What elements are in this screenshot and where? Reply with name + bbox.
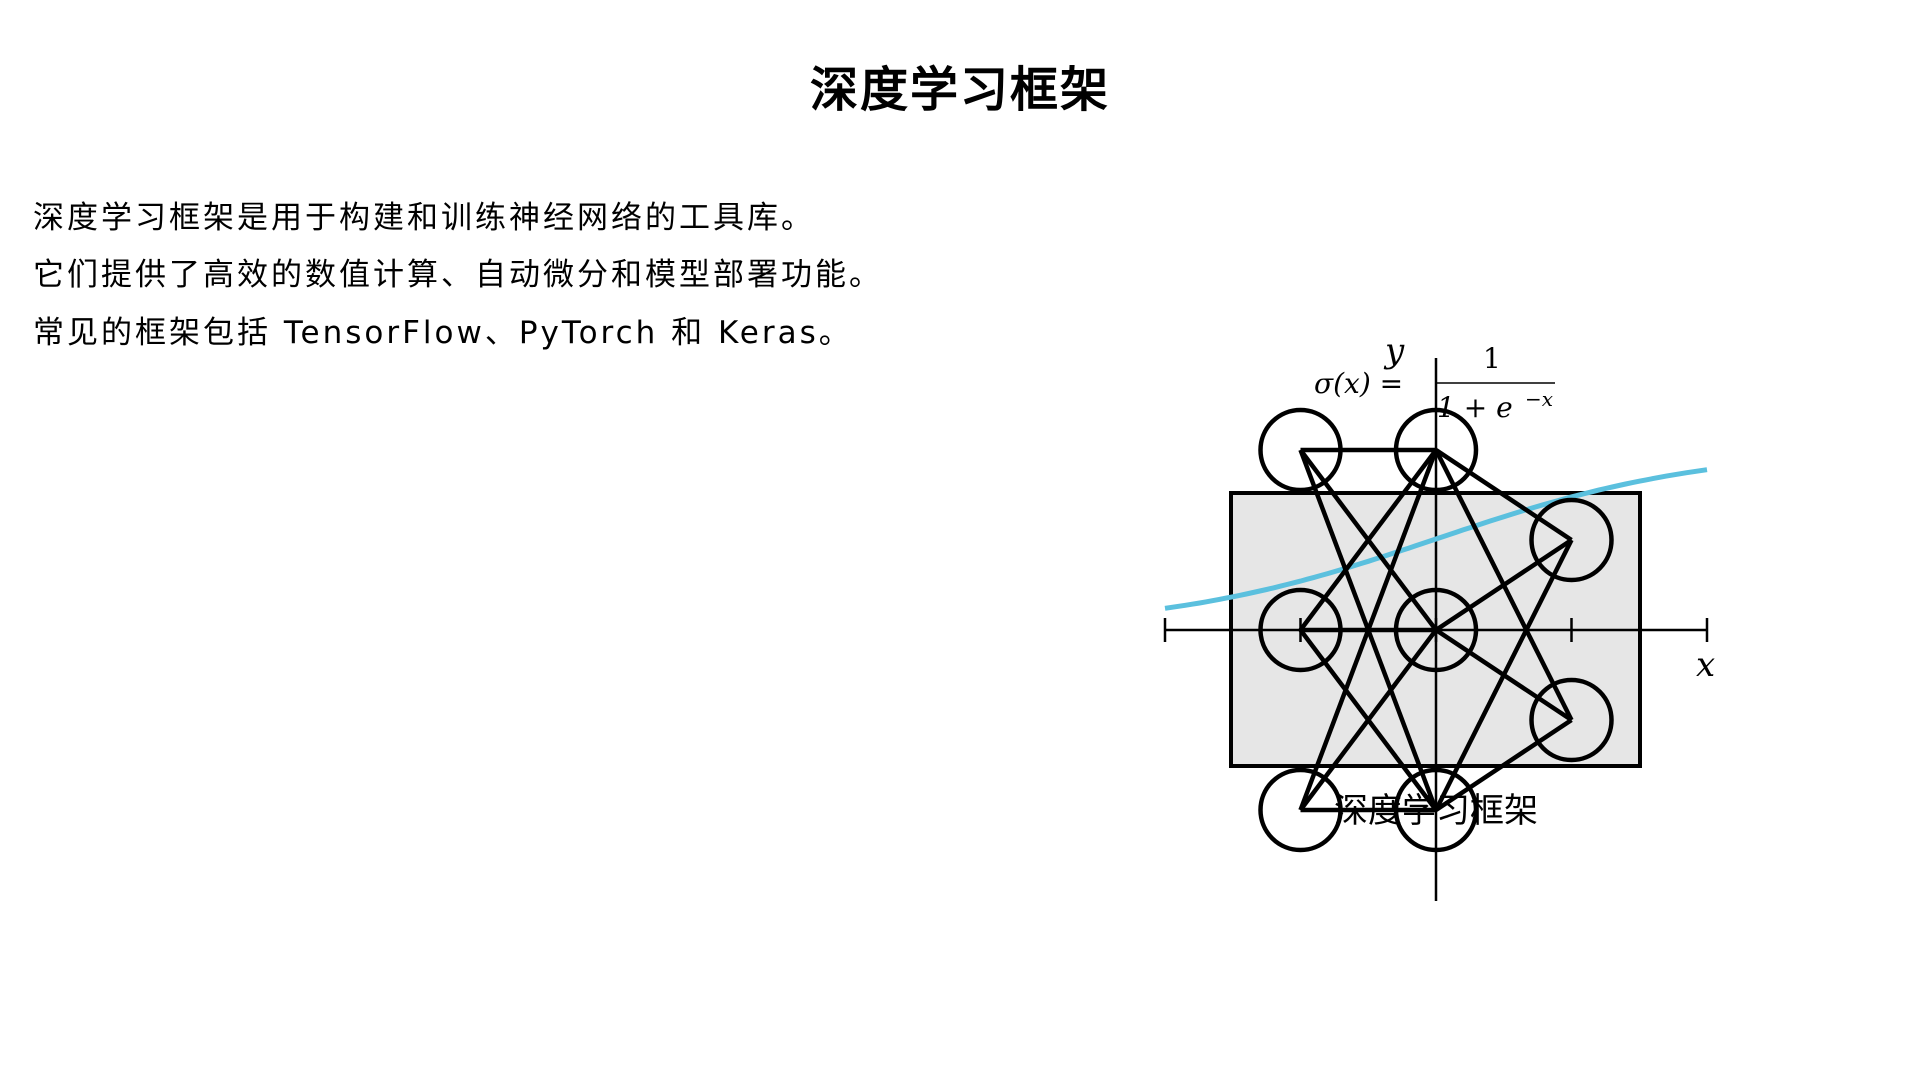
network-edge — [1298, 449, 1439, 811]
y-axis-label: y — [1383, 331, 1405, 371]
page-title: 深度学习框架 — [809, 62, 1110, 118]
network-edge — [1434, 718, 1573, 812]
formula-numerator: 1 — [1483, 342, 1501, 375]
formula-lhs: σ(x) = — [1314, 367, 1403, 400]
sigmoid-curve — [1164, 467, 1708, 611]
network-edge — [1434, 448, 1573, 542]
network-edge — [1434, 538, 1573, 632]
body-text-line: 它们提供了高效的数值计算、自动微分和模型部署功能。 — [33, 257, 883, 293]
network-edge — [1298, 628, 1438, 812]
network-node — [1258, 587, 1343, 673]
network-nodes — [1258, 407, 1614, 853]
sigmoid-formula: σ(x) = 1 1 + e −x — [1314, 342, 1555, 424]
network-node — [1393, 587, 1479, 673]
network-node — [1393, 407, 1479, 493]
network-edge — [1433, 538, 1574, 812]
network-edges — [1298, 447, 1574, 813]
network-node — [1529, 497, 1614, 583]
network-node — [1393, 767, 1479, 853]
network-node — [1529, 677, 1614, 763]
network-edge — [1298, 448, 1438, 632]
x-axis-label: x — [1696, 645, 1715, 685]
formula-exponent: −x — [1525, 387, 1553, 411]
body-text-line: 常见的框架包括 TensorFlow、PyTorch 和 Keras。 — [33, 315, 853, 351]
network-node — [1258, 407, 1343, 493]
diagram-caption: 深度学习框架 — [1334, 791, 1538, 831]
body-text-line: 深度学习框架是用于构建和训练神经网络的工具库。 — [33, 200, 815, 236]
network-node — [1258, 767, 1343, 853]
formula-denominator: 1 + e — [1437, 391, 1513, 424]
